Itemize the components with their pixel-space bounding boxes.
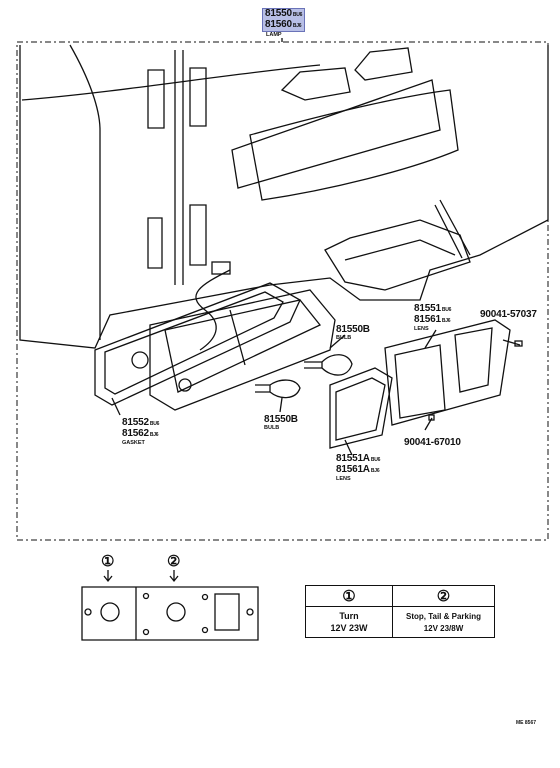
table-cell-stop-tail: Stop, Tail & Parking <box>392 606 495 622</box>
screw-upper-part-number: 90041-57037 <box>480 309 537 320</box>
lamp-part-number-b: 81560BJ6 <box>265 19 302 30</box>
table-cell-stop-tail-rating: 12V 23/8W <box>392 622 495 638</box>
gasket-shape <box>94 282 301 406</box>
bulb-lower-callout: 81550B BULB <box>264 414 298 432</box>
bulb-lower-shape <box>269 379 301 399</box>
lens-left-name: LENS <box>336 476 351 482</box>
lamp-name: LAMP <box>266 32 282 38</box>
lens-left-part-number-b: 81561ABJ6 <box>336 464 380 475</box>
table-row: Turn Stop, Tail & Parking <box>305 606 495 622</box>
lens-left-callout: 81551ABU6 81561ABJ6 LENS <box>336 453 381 483</box>
lamp-housing-shape <box>149 289 336 411</box>
table-cell-turn-rating: 12V 23W <box>305 622 393 638</box>
table-header-row: ① ② <box>305 585 495 607</box>
bulb-upper-part-number: 81550B <box>336 324 370 335</box>
bulb-upper-name: BULB <box>336 335 352 341</box>
bulb-lower-name: BULB <box>264 425 280 431</box>
lens-small-shape <box>329 367 393 449</box>
bulb-upper-shape <box>321 354 353 376</box>
diagram-frame <box>16 41 549 541</box>
lens-large-shape <box>384 319 511 426</box>
wire-harness <box>195 269 231 351</box>
inset-marker-2-label: ② <box>167 553 181 570</box>
table-row: 12V 23W 12V 23/8W <box>305 622 495 638</box>
bulb-spec-table: ① ② Turn Stop, Tail & Parking 12V 23W 12… <box>305 585 495 638</box>
inset-marker-1: ① <box>101 553 115 571</box>
lens-left-part-number-a: 81551ABU6 <box>336 453 381 464</box>
connector <box>211 261 231 275</box>
gasket-name: GASKET <box>122 440 145 446</box>
lens-right-name: LENS <box>414 326 429 332</box>
lamp-callout: 81550BU6 81560BJ6 LAMP <box>262 8 306 38</box>
lens-right-part-number-a: 81551BU6 <box>414 303 452 314</box>
vehicle-rear-body <box>19 45 549 349</box>
lamp-callout-highlight: 81550BU6 81560BJ6 <box>262 8 306 32</box>
inset-marker-1-label: ① <box>101 553 115 570</box>
inset-marker-2: ② <box>167 553 181 571</box>
illustration-code: ME 8567 <box>516 720 537 726</box>
table-header-1: ① <box>305 585 393 607</box>
gasket-part-number-a: 81552BU6 <box>122 417 160 428</box>
bulb-upper-callout: 81550B BULB <box>336 324 370 342</box>
table-cell-turn: Turn <box>305 606 393 622</box>
table-header-2: ② <box>392 585 495 607</box>
gasket-callout: 81552BU6 81562BJ6 GASKET <box>122 417 160 447</box>
lamp-part-number-a: 81550BU6 <box>265 8 303 19</box>
gasket-part-number-b: 81562BJ6 <box>122 428 159 439</box>
bulb-lower-part-number: 81550B <box>264 414 298 425</box>
inset-lamp-drawing <box>81 570 259 641</box>
lens-right-part-number-b: 81561BJ6 <box>414 314 451 325</box>
lens-right-callout: 81551BU6 81561BJ6 LENS <box>414 303 452 333</box>
screw-lower-part-number: 90041-67010 <box>404 437 461 448</box>
